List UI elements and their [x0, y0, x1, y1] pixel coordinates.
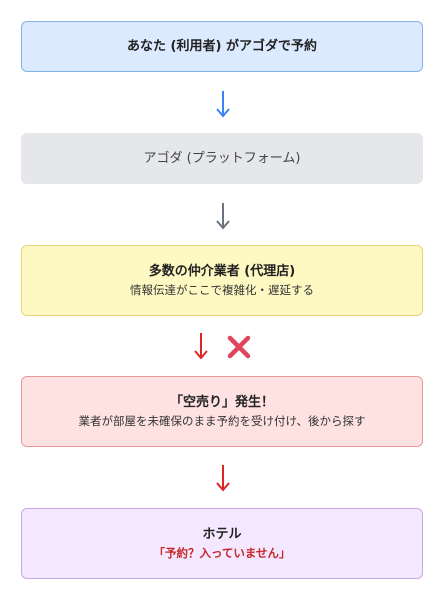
step-user-booking-title: あなた (利用者) がアゴダで予約 [127, 38, 317, 54]
step-agents-subtitle: 情報伝達がここで複雑化・遅延する [130, 282, 314, 297]
step-hotel-title: ホテル [202, 526, 242, 542]
arrow-down-icon [216, 203, 230, 230]
step-short-selling-subtitle: 業者が部屋を未確保のまま予約を受け付け、後から探す [78, 413, 366, 428]
cross-mark-icon [227, 335, 251, 359]
step-agents: 多数の仲介業者 (代理店) 情報伝達がここで複雑化・遅延する [21, 245, 423, 316]
arrow-down-icon [216, 91, 230, 118]
step-hotel: ホテル 「予約？入っていません」 [21, 508, 423, 579]
step-agents-title: 多数の仲介業者 (代理店) [148, 263, 296, 279]
arrow-down-icon [194, 333, 208, 360]
step-short-selling-title: 「空売り」発生！ [169, 394, 274, 410]
step-short-selling: 「空売り」発生！ 業者が部屋を未確保のまま予約を受け付け、後から探す [21, 376, 423, 447]
step-platform-title: アゴダ (プラットフォーム) [143, 150, 301, 166]
step-platform: アゴダ (プラットフォーム) [21, 133, 423, 184]
arrow-down-icon [216, 465, 230, 492]
step-hotel-subtitle: 「予約？入っていません」 [153, 545, 291, 560]
step-user-booking: あなた (利用者) がアゴダで予約 [21, 21, 423, 72]
